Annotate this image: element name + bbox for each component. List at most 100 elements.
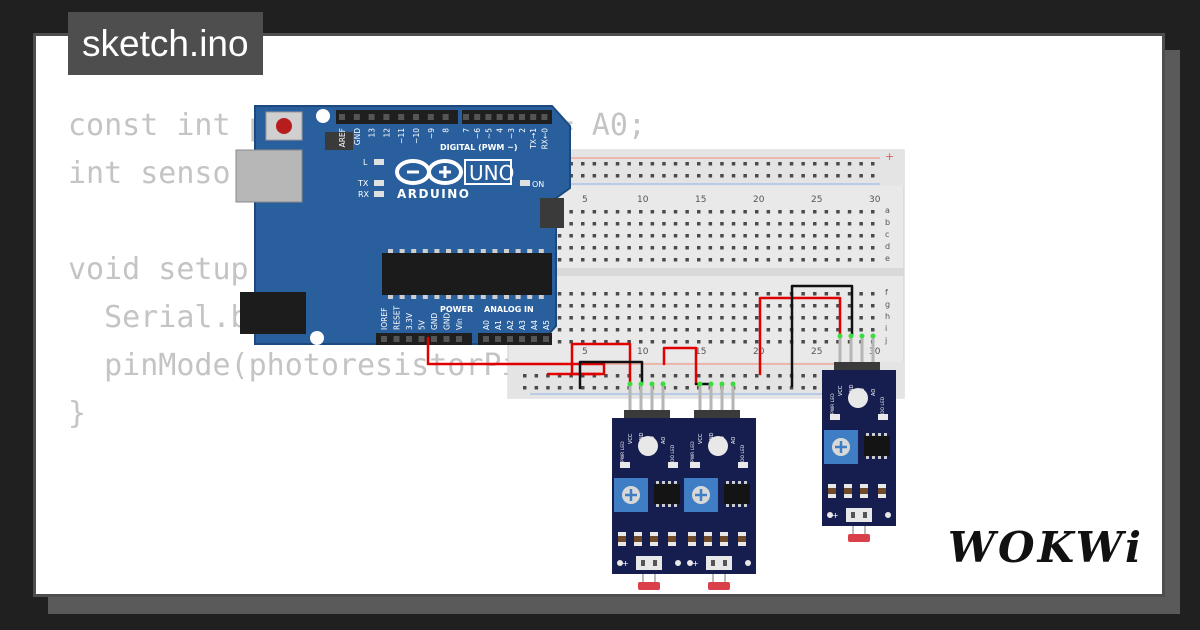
breadboard-hole bbox=[813, 340, 817, 344]
comparator-chip bbox=[724, 484, 750, 504]
breadboard-hole bbox=[743, 328, 747, 332]
rail-hole bbox=[789, 174, 794, 178]
rail-hole bbox=[569, 174, 573, 178]
breadboard-hole bbox=[871, 304, 875, 308]
breadboard-hole bbox=[766, 340, 771, 344]
breadboard-hole bbox=[673, 210, 678, 214]
breadboard-hole bbox=[604, 292, 608, 296]
breadboard-hole bbox=[569, 304, 573, 308]
breadboard-hole bbox=[766, 246, 771, 250]
breadboard-hole bbox=[592, 292, 597, 296]
breadboard-hole bbox=[847, 246, 852, 250]
breadboard-hole bbox=[592, 304, 597, 308]
header-pin bbox=[443, 336, 450, 342]
rail-hole bbox=[673, 374, 678, 378]
rail-hole bbox=[859, 162, 863, 166]
breadboard-hole bbox=[650, 246, 655, 250]
header-pin bbox=[519, 336, 525, 342]
breadboard-hole bbox=[685, 210, 689, 214]
breadboard-hole bbox=[708, 304, 713, 308]
breadboard-hole bbox=[615, 246, 620, 250]
col-number: 10 bbox=[637, 195, 649, 205]
breadboard-hole bbox=[650, 328, 655, 332]
rail-hole bbox=[743, 174, 747, 178]
rail-hole bbox=[697, 162, 701, 166]
breadboard-hole bbox=[662, 316, 666, 320]
project-card[interactable]: const int photoresistorPin = A0; int sen… bbox=[33, 33, 1165, 597]
header-pin bbox=[456, 336, 462, 342]
breadboard-hole bbox=[697, 340, 701, 344]
breadboard-hole bbox=[871, 246, 875, 250]
breadboard-hole bbox=[836, 234, 840, 238]
breadboard-hole bbox=[708, 340, 713, 344]
analog-pin-label: A0 bbox=[482, 320, 491, 330]
header-pin bbox=[418, 336, 425, 342]
rail-hole bbox=[627, 174, 631, 178]
breadboard-hole bbox=[662, 210, 666, 214]
module-led-label: PWR LED bbox=[620, 441, 626, 462]
wire-black bbox=[578, 360, 644, 390]
header-pin bbox=[541, 114, 548, 120]
reset-button-cap[interactable] bbox=[276, 118, 292, 134]
rail-hole bbox=[650, 174, 655, 178]
breadboard-hole bbox=[801, 292, 805, 296]
analog-pin-label: A2 bbox=[506, 320, 515, 330]
rail-hole bbox=[801, 162, 805, 166]
breadboard-hole bbox=[731, 328, 736, 332]
rail-hole bbox=[604, 386, 608, 390]
module-led-label: DO LED bbox=[880, 396, 886, 414]
breadboard-hole bbox=[731, 258, 736, 262]
breadboard-hole bbox=[615, 210, 620, 214]
breadboard-hole bbox=[581, 246, 585, 250]
breadboard-hole bbox=[871, 316, 875, 320]
breadboard-hole bbox=[778, 246, 782, 250]
rail-hole bbox=[766, 386, 771, 390]
breadboard: + 5 10 15 20 25 30 5 10 15 20 25 30 a b … bbox=[507, 149, 905, 399]
breadboard-hole bbox=[604, 234, 608, 238]
col-number: 15 bbox=[695, 195, 706, 205]
breadboard-hole bbox=[569, 246, 573, 250]
rail-hole bbox=[801, 374, 805, 378]
row-letter: c bbox=[885, 230, 889, 239]
header-pin bbox=[519, 114, 525, 120]
breadboard-hole bbox=[836, 246, 840, 250]
header-pin bbox=[368, 114, 375, 120]
breadboard-hole bbox=[720, 340, 724, 344]
breadboard-hole bbox=[685, 258, 689, 262]
breadboard-hole bbox=[755, 316, 759, 320]
breadboard-hole bbox=[801, 304, 805, 308]
rail-hole bbox=[662, 174, 666, 178]
breadboard-hole bbox=[778, 340, 782, 344]
breadboard-hole bbox=[824, 316, 829, 320]
breadboard-hole bbox=[766, 210, 771, 214]
header-pin bbox=[531, 336, 537, 342]
header-pin bbox=[530, 114, 537, 120]
breadboard-hole bbox=[615, 328, 620, 332]
breadboard-hole bbox=[766, 258, 771, 262]
rail-hole bbox=[755, 162, 759, 166]
breadboard-hole bbox=[627, 222, 631, 226]
breadboard-hole bbox=[766, 292, 771, 296]
header-pin bbox=[353, 114, 360, 120]
file-tab[interactable]: sketch.ino bbox=[68, 12, 263, 75]
header-pin bbox=[442, 114, 449, 120]
breadboard-hole bbox=[813, 222, 817, 226]
pin-contact bbox=[848, 333, 854, 339]
module-led-label: DO LED bbox=[740, 444, 746, 462]
rail-hole bbox=[557, 374, 562, 378]
breadboard-hole bbox=[685, 234, 689, 238]
rail-hole bbox=[731, 162, 736, 166]
breadboard-hole bbox=[778, 210, 782, 214]
rail-hole bbox=[836, 162, 840, 166]
digital-pin-label: 13 bbox=[368, 128, 377, 138]
rail-hole bbox=[557, 386, 562, 390]
breadboard-hole bbox=[697, 222, 701, 226]
rail-hole bbox=[743, 386, 747, 390]
breadboard-hole bbox=[592, 222, 597, 226]
breadboard-hole bbox=[778, 222, 782, 226]
comparator-chip bbox=[864, 436, 890, 456]
